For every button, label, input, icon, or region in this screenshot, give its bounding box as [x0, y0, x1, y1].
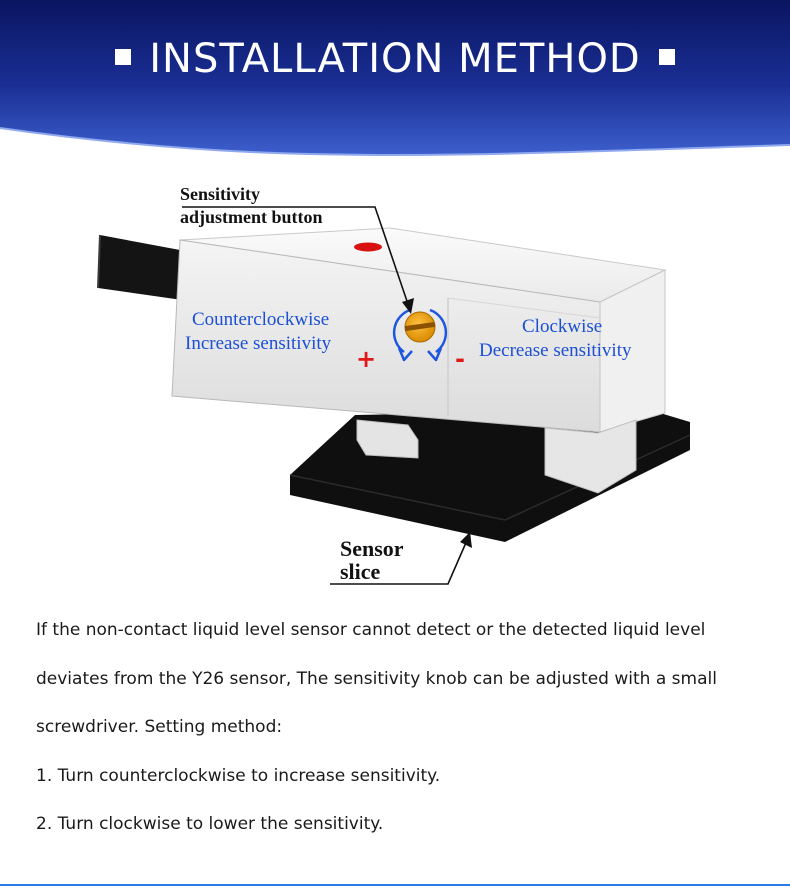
- slice-leader-line: [330, 537, 469, 585]
- plus-sign: +: [356, 345, 377, 373]
- cable: [98, 235, 182, 300]
- sensor-foot-left: [356, 419, 419, 459]
- sensor-body: [171, 227, 667, 494]
- cw-label-line1: Clockwise: [522, 316, 603, 337]
- ccw-label-line2: Increase sensitivity: [185, 333, 332, 354]
- description-line: 1. Turn counterclockwise to increase sen…: [36, 765, 441, 786]
- description-line: 2. Turn clockwise to lower the sensitivi…: [36, 814, 384, 834]
- slice-label-line2: slice: [340, 559, 381, 584]
- led-indicator-icon: [354, 242, 382, 252]
- header-banner: [0, 0, 790, 170]
- description-line: deviates from the Y26 sensor, The sensit…: [36, 668, 717, 689]
- banner-wave-shape: [0, 0, 790, 156]
- minus-sign: -: [455, 345, 465, 373]
- square-bullet-icon: [115, 49, 132, 65]
- sensitivity-label-line1: Sensitivity: [180, 184, 261, 204]
- sensor-drawing: [97, 206, 691, 585]
- square-bullet-icon: [658, 49, 675, 65]
- cw-label-line2: Decrease sensitivity: [479, 340, 632, 361]
- description-text: If the non-contact liquid level sensor c…: [36, 612, 766, 855]
- description-line: If the non-contact liquid level sensor c…: [36, 620, 706, 640]
- sensor-illustration: Sensitivity adjustment button Counterclo…: [0, 170, 790, 595]
- sensor-foot-right: [544, 419, 637, 494]
- page-title: INSTALLATION METHOD: [0, 36, 790, 82]
- rotation-arrows-icon: [392, 308, 448, 362]
- adjustment-knob-icon: [404, 311, 436, 343]
- page-title-text: INSTALLATION METHOD: [149, 36, 641, 82]
- ccw-label-line1: Counterclockwise: [192, 309, 330, 330]
- slice-label-line1: Sensor: [340, 536, 404, 561]
- sensitivity-leader-line: [182, 206, 411, 311]
- bottom-divider: [0, 884, 790, 886]
- description-line: screwdriver. Setting method:: [36, 717, 283, 737]
- sensitivity-label-line2: adjustment button: [180, 207, 323, 227]
